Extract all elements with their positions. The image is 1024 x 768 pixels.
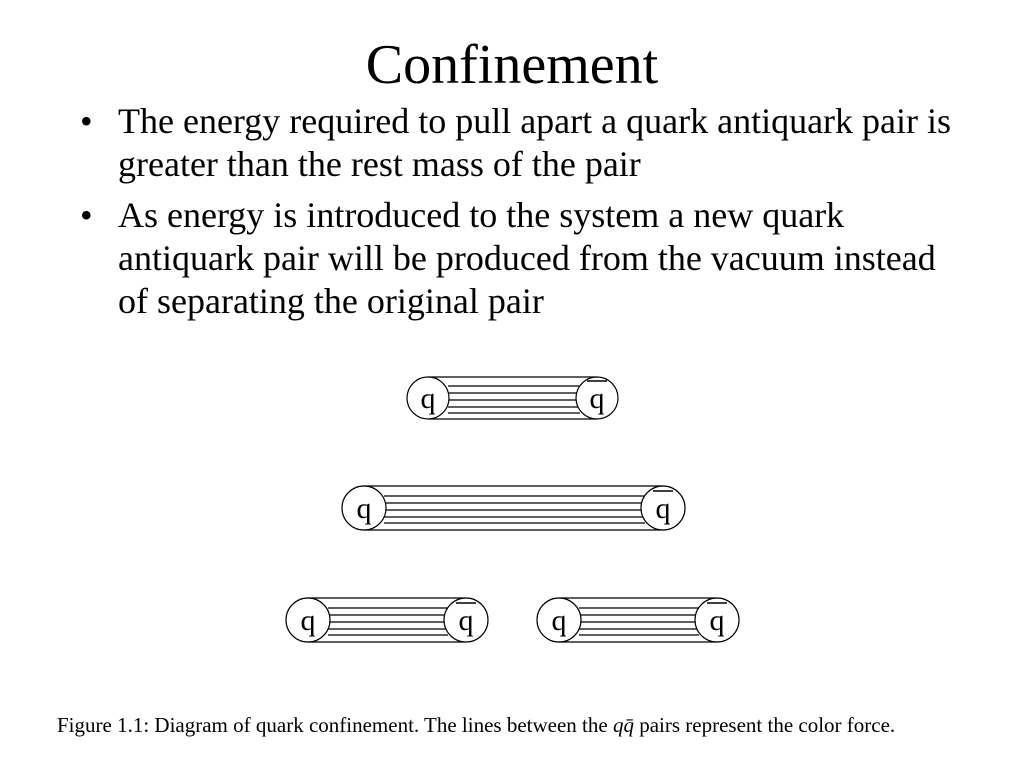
quark-label: q xyxy=(357,492,372,525)
quark-pair-right xyxy=(536,597,740,643)
bullet-item: • The energy required to pull apart a qu… xyxy=(80,100,960,186)
bullet-symbol: • xyxy=(80,101,93,141)
antiquark-label: q xyxy=(656,492,671,525)
caption-text: Figure 1.1: Diagram of quark confinement… xyxy=(57,713,613,737)
bullet-item: • As energy is introduced to the system … xyxy=(80,194,960,323)
caption-text: pairs represent the color force. xyxy=(633,713,896,737)
caption-math: qq̄ xyxy=(612,713,634,737)
bullet-list: • The energy required to pull apart a qu… xyxy=(80,100,960,331)
quark-confinement-diagram: q q q q q q xyxy=(285,376,740,643)
antiquark-label: q xyxy=(590,382,605,415)
antiquark-label: q xyxy=(710,604,725,637)
bullet-symbol: • xyxy=(80,195,93,235)
quark-pair-stretched xyxy=(341,485,686,531)
quark-label: q xyxy=(421,382,436,415)
antiquark-label: q xyxy=(459,604,474,637)
figure-caption: Figure 1.1: Diagram of quark confinement… xyxy=(57,710,997,741)
quark-pair-left xyxy=(285,597,489,643)
quark-label: q xyxy=(552,604,567,637)
quark-label: q xyxy=(301,604,316,637)
quark-pair-top xyxy=(406,376,619,420)
slide-title: Confinement xyxy=(365,34,659,96)
bullet-text: The energy required to pull apart a quar… xyxy=(118,101,952,184)
bullet-text: As energy is introduced to the system a … xyxy=(118,195,936,321)
